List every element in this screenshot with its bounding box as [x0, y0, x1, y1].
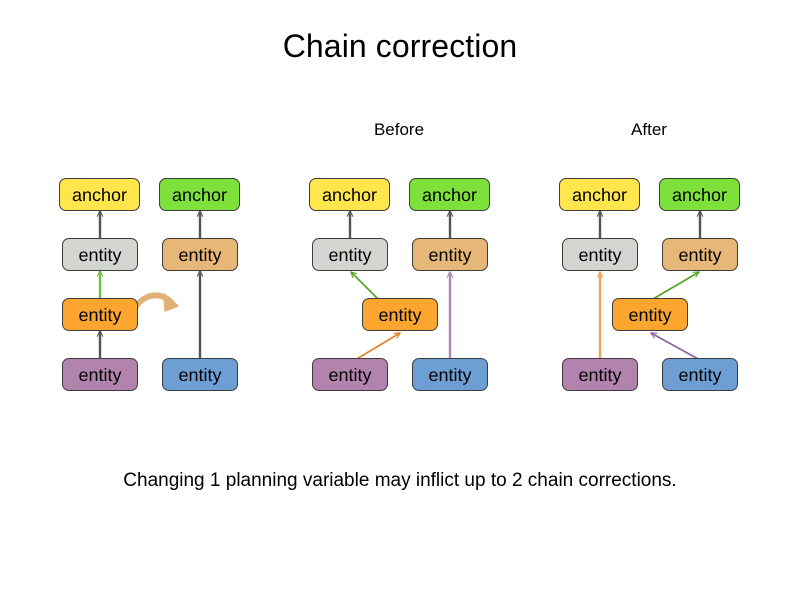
- after-node-anchor-yellow: anchor: [559, 178, 640, 211]
- after-node-anchor-green: anchor: [659, 178, 740, 211]
- before-node-anchor-yellow: anchor: [309, 178, 390, 211]
- after-edge-orange-to-tan: [652, 272, 699, 300]
- before-node-entity-orange: entity: [362, 298, 438, 331]
- after-edge-blue-to-orange: [651, 333, 701, 361]
- before-node-entity-grey: entity: [312, 238, 388, 271]
- legend-node-entity-tan: entity: [162, 238, 238, 271]
- slide-caption: Changing 1 planning variable may inflict…: [123, 470, 677, 491]
- after-node-entity-blue: entity: [662, 358, 738, 391]
- before-edge-orange-to-grey: [351, 272, 379, 300]
- panel-label-after: After: [631, 120, 667, 139]
- legend-node-entity-purple: entity: [62, 358, 138, 391]
- legend-node-entity-blue: entity: [162, 358, 238, 391]
- after-node-entity-tan: entity: [662, 238, 738, 271]
- legend-node-entity-grey: entity: [62, 238, 138, 271]
- legend-node-anchor-yellow: anchor: [59, 178, 140, 211]
- after-node-entity-grey: entity: [562, 238, 638, 271]
- before-node-anchor-green: anchor: [409, 178, 490, 211]
- page-title: Chain correction: [282, 28, 518, 64]
- legend-node-anchor-green: anchor: [159, 178, 240, 211]
- before-node-entity-blue: entity: [412, 358, 488, 391]
- legend-edge-change-curve: [130, 292, 179, 315]
- before-edge-purple-to-orange: [354, 333, 400, 361]
- legend-node-entity-orange: entity: [62, 298, 138, 331]
- panel-label-before: Before: [373, 120, 425, 139]
- after-node-entity-orange: entity: [612, 298, 688, 331]
- after-node-entity-purple: entity: [562, 358, 638, 391]
- before-node-entity-purple: entity: [312, 358, 388, 391]
- before-node-entity-tan: entity: [412, 238, 488, 271]
